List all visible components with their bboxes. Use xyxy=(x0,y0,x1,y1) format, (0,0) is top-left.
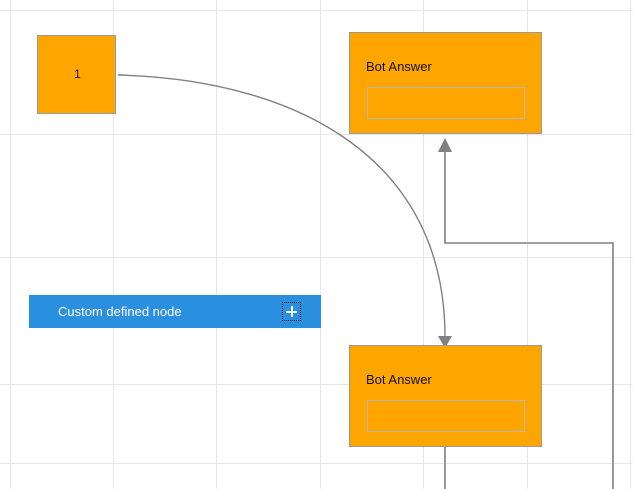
node-start[interactable]: 1 xyxy=(37,35,116,114)
node-bot-answer-bottom-title: Bot Answer xyxy=(366,372,432,387)
edge-start-to-bot-answer-bottom[interactable] xyxy=(117,74,452,348)
palette-item-custom-defined-node[interactable]: Custom defined node xyxy=(29,295,321,328)
node-bot-answer-bottom[interactable]: Bot Answer xyxy=(349,345,542,447)
node-start-label: 1 xyxy=(74,67,81,81)
node-bot-answer-top[interactable]: Bot Answer xyxy=(349,32,542,134)
node-bot-answer-bottom-field[interactable] xyxy=(367,400,525,432)
plus-icon[interactable] xyxy=(282,302,301,321)
node-bot-answer-top-field[interactable] xyxy=(367,87,525,119)
palette-item-label: Custom defined node xyxy=(58,304,182,319)
node-bot-answer-top-title: Bot Answer xyxy=(366,59,432,74)
edge-bot-answer-bottom-to-top[interactable] xyxy=(438,138,614,489)
